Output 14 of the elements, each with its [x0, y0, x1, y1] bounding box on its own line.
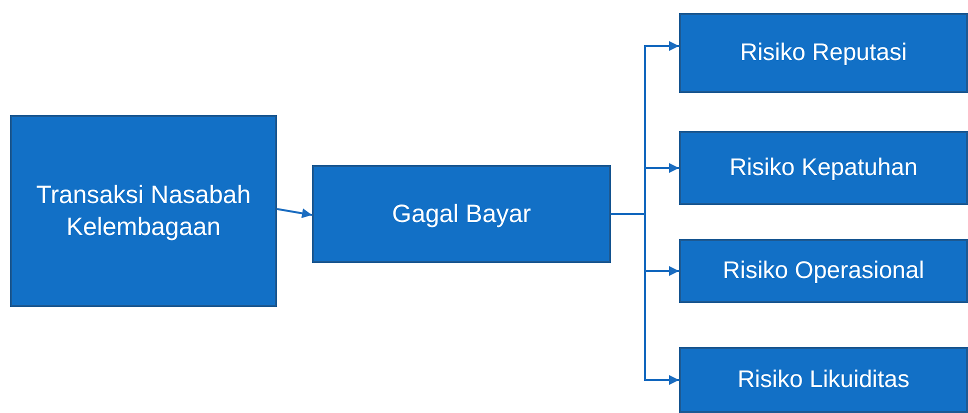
connector-arrow [611, 213, 679, 385]
process-box [312, 165, 611, 263]
connector-arrow [276, 208, 312, 218]
process-box [679, 347, 968, 413]
box-label: Risiko Reputasi [740, 38, 907, 68]
box-label: Transaksi Nasabah Kelembagaan [35, 180, 252, 243]
process-box [679, 13, 968, 93]
process-box [679, 131, 968, 205]
process-box [679, 239, 968, 303]
process-box [10, 115, 277, 307]
box-label: Gagal Bayar [392, 198, 531, 230]
box-label: Risiko Operasional [722, 256, 924, 286]
box-label: Risiko Kepatuhan [729, 153, 918, 184]
box-label: Risiko Likuiditas [737, 365, 910, 396]
